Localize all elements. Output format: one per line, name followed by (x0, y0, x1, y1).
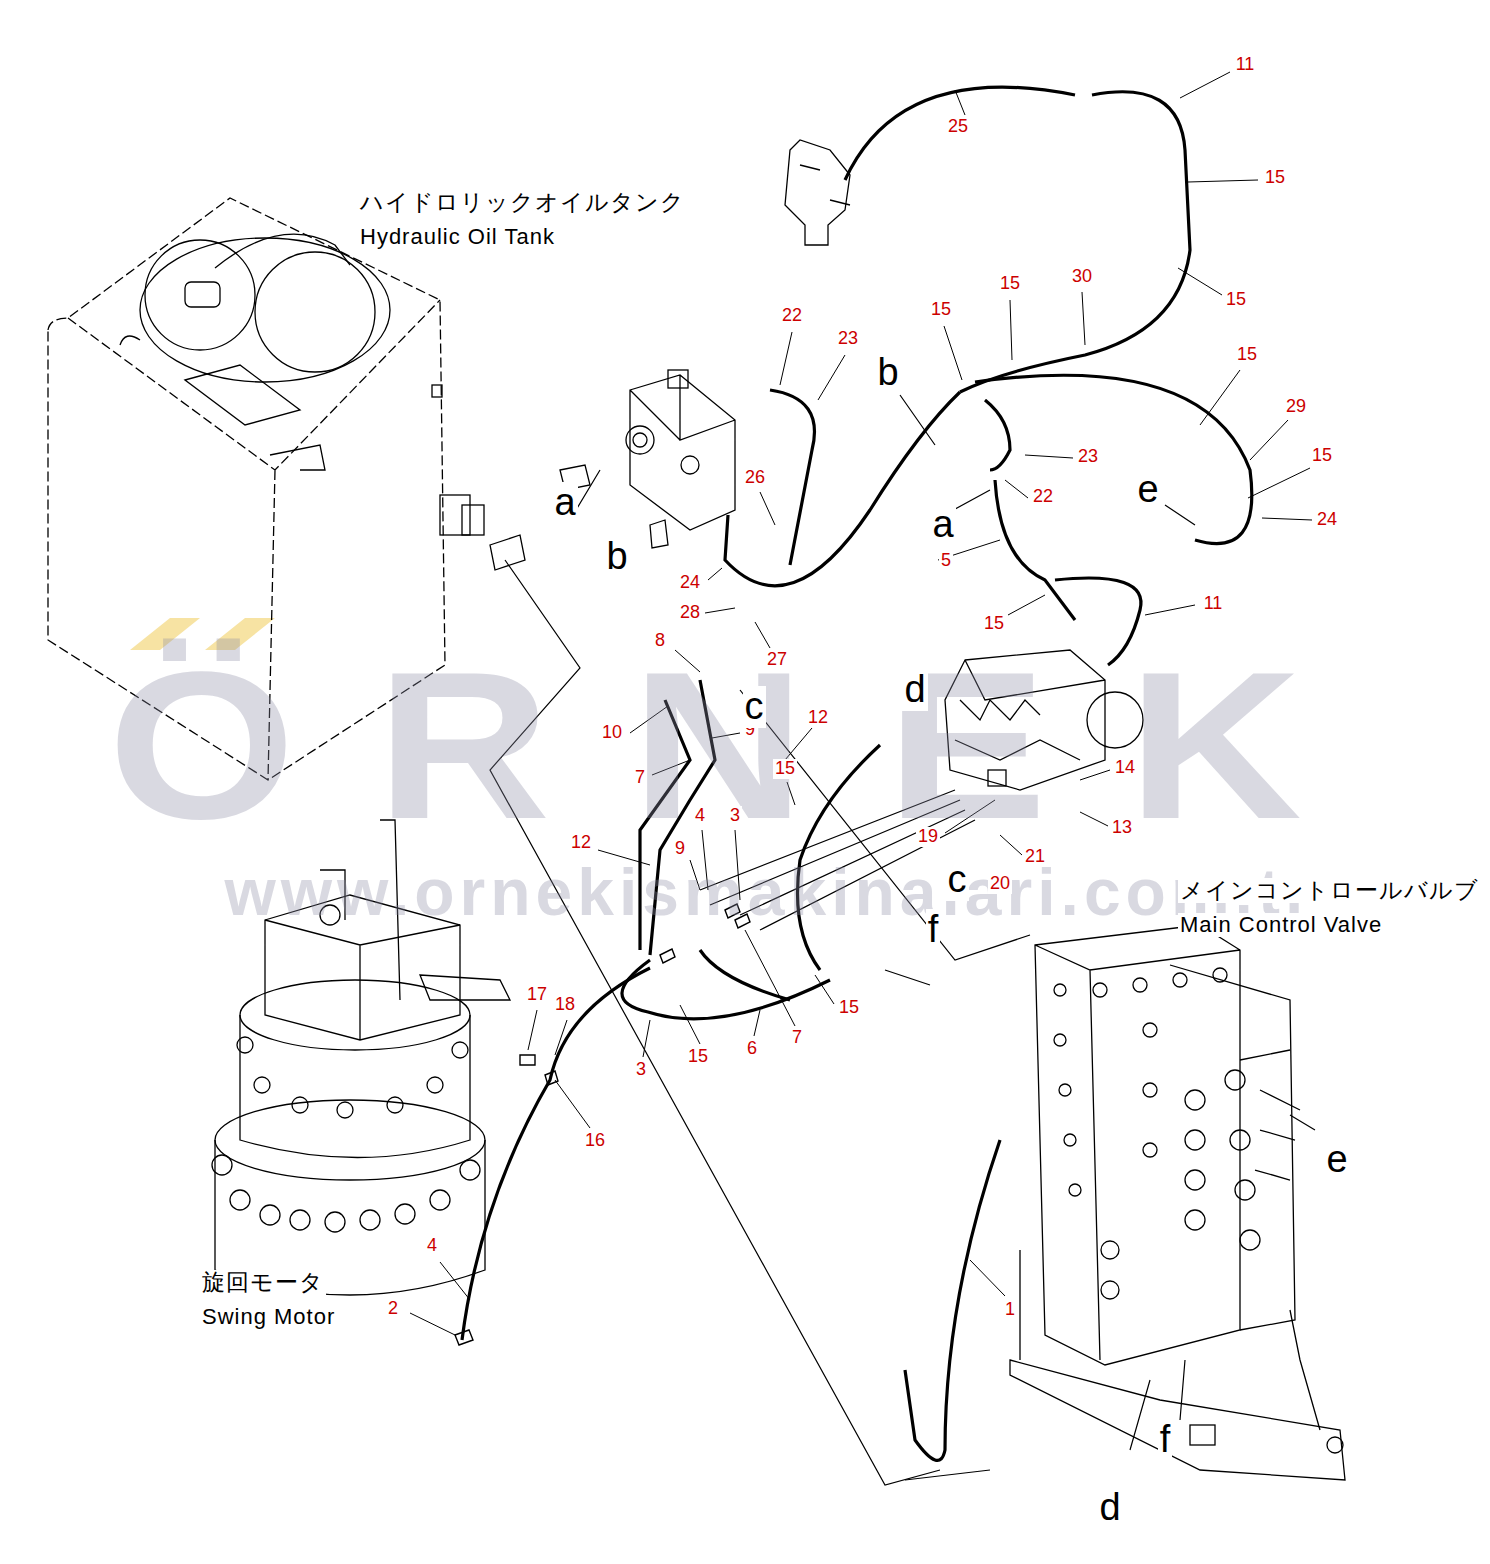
callout-number: 15 (998, 274, 1022, 294)
callout-number: 15 (837, 998, 861, 1018)
callout-number: 5 (939, 551, 953, 571)
callout-number: 28 (678, 603, 702, 623)
reference-letter: b (604, 536, 629, 578)
callout-number: 6 (745, 1039, 759, 1059)
component-label: 旋回モータ (200, 1270, 326, 1295)
callout-number: 24 (678, 573, 702, 593)
reference-letter: e (1135, 469, 1160, 511)
callout-number: 14 (1113, 758, 1137, 778)
callout-number: 7 (790, 1028, 804, 1048)
reference-letter: c (946, 859, 969, 901)
callout-number: 11 (1234, 55, 1257, 75)
reference-letter: f (926, 909, 941, 951)
callout-number: 15 (1235, 345, 1259, 365)
callout-number: 22 (1031, 487, 1055, 507)
reference-letter: b (875, 352, 900, 394)
callout-number: 18 (553, 995, 577, 1015)
callout-number: 27 (765, 650, 789, 670)
callout-number: 19 (916, 827, 940, 847)
callout-number: 2 (386, 1299, 400, 1319)
callout-number: 15 (1224, 290, 1248, 310)
callout-number: 15 (1310, 446, 1334, 466)
callout-number: 20 (988, 874, 1012, 894)
reference-letter: e (1324, 1139, 1349, 1181)
component-label: Hydraulic Oil Tank (358, 225, 557, 249)
callout-number: 11 (1202, 594, 1225, 614)
callout-number: 21 (1023, 847, 1047, 867)
reference-letter: f (1158, 1419, 1173, 1461)
component-label: ハイドロリックオイルタンク (358, 190, 687, 215)
component-label: Main Control Valve (1178, 913, 1384, 937)
callout-number: 9 (673, 839, 687, 859)
callout-number: 15 (686, 1047, 710, 1067)
reference-letter: d (902, 669, 927, 711)
callout-number: 7 (633, 768, 647, 788)
callout-number: 4 (425, 1236, 439, 1256)
callout-number: 23 (1076, 447, 1100, 467)
callout-number: 29 (1284, 397, 1308, 417)
callout-number: 3 (728, 806, 742, 826)
callout-number: 12 (806, 708, 830, 728)
callout-number: 23 (836, 329, 860, 349)
callout-number: 17 (525, 985, 549, 1005)
callout-number: 12 (569, 833, 593, 853)
reference-letter: a (930, 504, 955, 546)
callout-number: 26 (743, 468, 767, 488)
callout-number: 22 (780, 306, 804, 326)
callout-number: 15 (929, 300, 953, 320)
callout-number: 13 (1110, 818, 1134, 838)
watermark: www.ornekismakinalari.com.tr (224, 856, 1315, 929)
callout-number: 15 (982, 614, 1006, 634)
reference-letter: a (552, 482, 577, 524)
callout-number: 10 (600, 723, 624, 743)
callout-number: 4 (693, 806, 707, 826)
callout-number: 8 (653, 631, 667, 651)
reference-letter: c (743, 686, 766, 728)
component-label: メインコントロールバルブ (1178, 878, 1481, 903)
callout-number: 15 (773, 759, 797, 779)
reference-letter: d (1097, 1487, 1122, 1529)
callout-number: 16 (583, 1131, 607, 1151)
component-label: Swing Motor (200, 1305, 337, 1329)
watermark: ÖRNEK (108, 630, 1383, 861)
callout-number: 30 (1070, 267, 1094, 287)
callout-number: 1 (1003, 1300, 1017, 1320)
callout-number: 24 (1315, 510, 1339, 530)
callout-number: 15 (1263, 168, 1287, 188)
callout-number: 25 (946, 117, 970, 137)
callout-number: 3 (634, 1060, 648, 1080)
